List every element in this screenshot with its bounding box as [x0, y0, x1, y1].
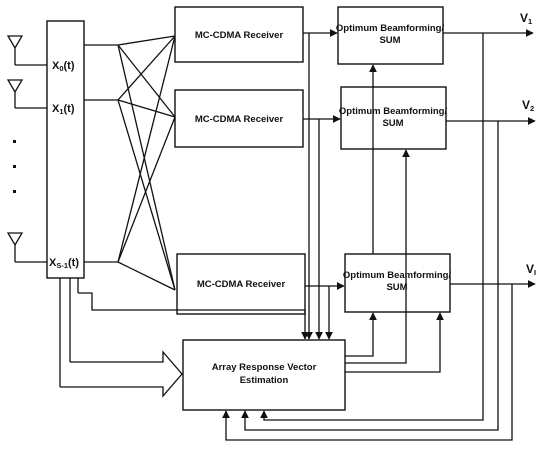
antenna-icon-0 [6, 35, 47, 66]
beamformer-block-2 [340, 86, 447, 150]
output-feedback-connections [222, 33, 513, 441]
output-label-v2: V2 [522, 98, 534, 113]
array-response-block [182, 339, 346, 411]
beamformer-block-3 [344, 253, 451, 313]
receiver-label-1: MC-CDMA Receiver [195, 30, 284, 41]
beamformer-label-2b: SUM [382, 118, 403, 129]
beamformer-block-1 [337, 6, 444, 65]
antenna-icon-1 [6, 79, 47, 109]
receiver-label-2: MC-CDMA Receiver [195, 114, 284, 125]
output-label-vi: VI [526, 262, 536, 277]
array-response-label-b: Estimation [240, 375, 289, 386]
antenna-icon-s-1 [6, 232, 47, 263]
beamformer-label-1b: SUM [379, 35, 400, 46]
signal-label-xs-1: XS-1(t) [49, 257, 79, 270]
output-label-v1: V1 [520, 11, 532, 26]
antenna-continuation-dots [13, 140, 16, 193]
array-to-beamformer-connections [345, 64, 444, 373]
beamformer-label-2a: Optimum Beamforming/ [339, 106, 448, 117]
input-signal-block [46, 20, 85, 279]
receiver-label-3: MC-CDMA Receiver [197, 279, 286, 290]
signal-label-x0: X0(t) [52, 60, 75, 73]
receiver-block-2 [174, 89, 304, 148]
array-response-label-a: Array Response Vector [212, 362, 317, 373]
output-arrows [443, 29, 536, 288]
beamformer-label-3a: Optimum Beamforming/ [343, 270, 452, 281]
beamformer-label-1a: Optimum Beamforming/ [336, 23, 445, 34]
receiver-block-3 [176, 253, 306, 315]
signal-to-receiver-connections [84, 35, 176, 291]
receiver-to-array-connections [305, 33, 333, 340]
receiver-block-1 [174, 6, 304, 63]
signals-to-array-connection [59, 278, 309, 398]
beamformer-label-3b: SUM [386, 282, 407, 293]
signal-label-x1: X1(t) [52, 103, 75, 116]
